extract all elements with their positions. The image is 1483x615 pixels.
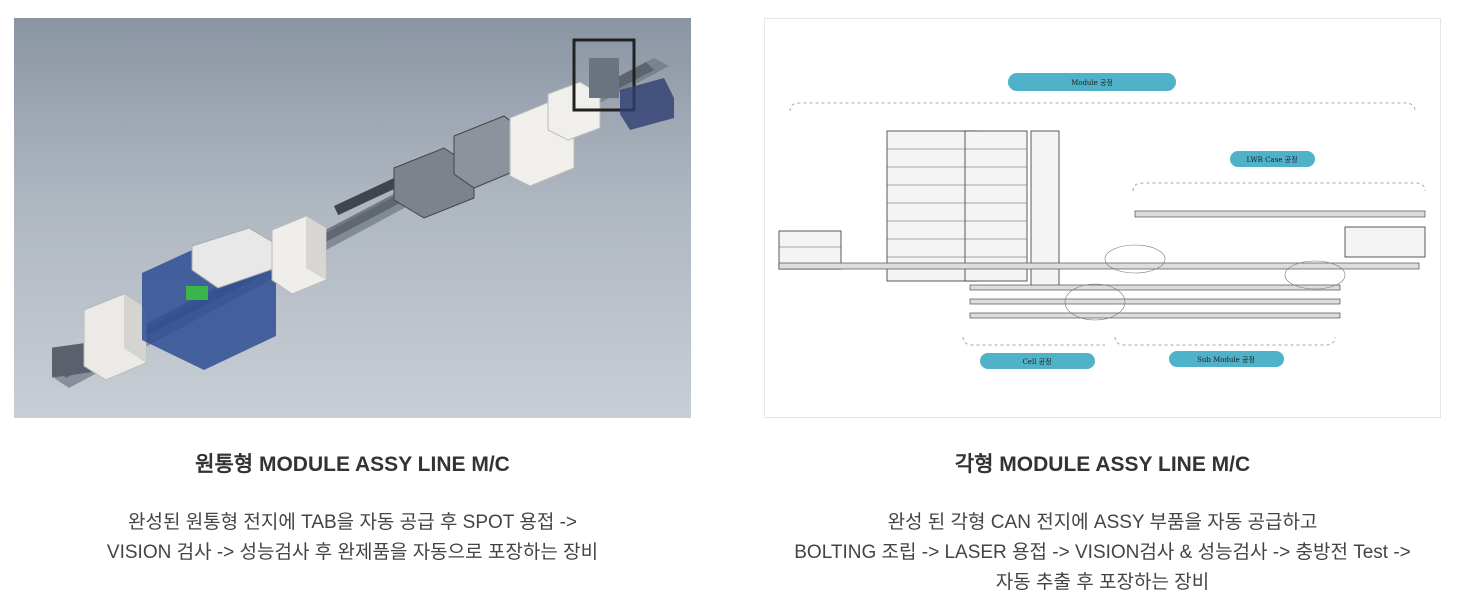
cylindrical-line-render-image bbox=[14, 18, 691, 418]
description-line: VISION 검사 -> 성능검사 후 완제품을 자동으로 포장하는 장비 bbox=[106, 542, 599, 563]
description-line: 완성된 원통형 전지에 TAB을 자동 공급 후 SPOT 용접 -> bbox=[127, 512, 578, 533]
sub-module-process-label: Sub Module 공정 bbox=[1197, 355, 1255, 364]
sub-module-process-pill bbox=[1169, 351, 1284, 367]
prismatic-line-layout-image: Module 공정 bbox=[764, 18, 1441, 418]
lwr-case-process-label: LWR Case 공정 bbox=[1246, 155, 1297, 164]
description-line: 완성 된 각형 CAN 전지에 ASSY 부품을 자동 공급하고 bbox=[887, 512, 1318, 533]
product-card-cylindrical: 원통형 MODULE ASSY LINE M/C 완성된 원통형 전지에 TAB… bbox=[14, 18, 691, 568]
cell-process-label: Cell 공정 bbox=[1022, 357, 1051, 366]
module-process-label: Module 공정 bbox=[1071, 78, 1113, 87]
product-title: 각형 MODULE ASSY LINE M/C bbox=[954, 453, 1251, 476]
lwr-case-process-pill bbox=[1230, 151, 1315, 167]
product-card-prismatic: Module 공정 bbox=[764, 18, 1441, 598]
description-line: 자동 추출 후 포장하는 장비 bbox=[995, 572, 1210, 593]
line-layout-diagram: Module 공정 bbox=[778, 73, 1426, 369]
description-line: BOLTING 조립 -> LASER 용접 -> VISION검사 & 성능검… bbox=[794, 542, 1411, 563]
cell-process-pill bbox=[980, 353, 1095, 369]
product-description: 완성 된 각형 CAN 전지에 ASSY 부품을 자동 공급하고 BOLTING… bbox=[764, 508, 1441, 598]
product-title: 원통형 MODULE ASSY LINE M/C bbox=[195, 453, 510, 476]
product-description: 완성된 원통형 전지에 TAB을 자동 공급 후 SPOT 용접 -> VISI… bbox=[14, 508, 691, 568]
assembly-line-illustration bbox=[52, 38, 674, 388]
module-process-pill bbox=[1008, 73, 1176, 91]
